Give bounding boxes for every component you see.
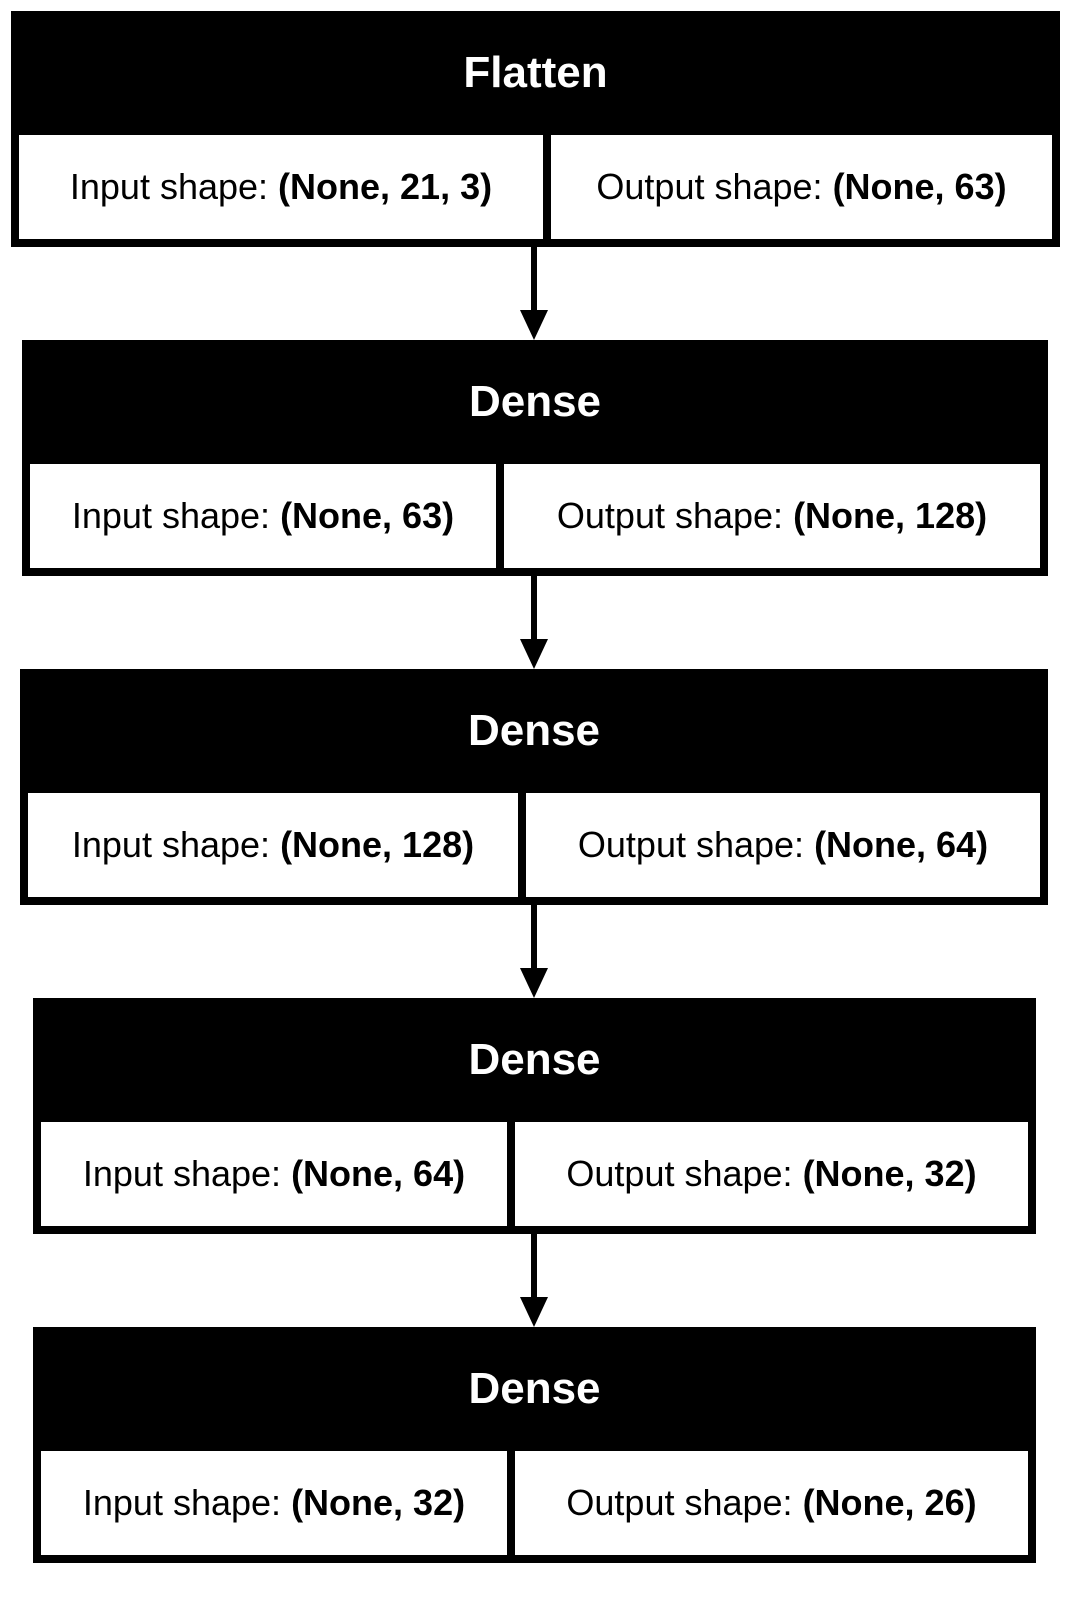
connector-arrow-line: [531, 905, 537, 970]
connector-arrow-line: [531, 247, 537, 312]
connector-arrowhead-icon: [520, 968, 548, 998]
layer-title: Dense: [468, 377, 602, 426]
output-shape-cell: Output shape: (None, 63): [551, 135, 1052, 239]
output-shape-cell: Output shape: (None, 26): [515, 1451, 1028, 1555]
output-shape-cell: Output shape: (None, 128): [504, 464, 1040, 568]
output-shape-value: (None, 64): [814, 824, 989, 865]
input-shape-cell: Input shape: (None, 32): [41, 1451, 507, 1555]
layer-box-dense-4: Dense Input shape: (None, 32) Output sha…: [33, 1327, 1036, 1563]
output-shape-value: (None, 32): [802, 1153, 977, 1194]
connector-arrowhead-icon: [520, 310, 548, 340]
layer-box-dense-1: Dense Input shape: (None, 63) Output sha…: [22, 340, 1048, 576]
input-shape-label: Input shape:: [71, 824, 271, 865]
output-shape-label: Output shape:: [577, 824, 805, 865]
input-shape-value: (None, 63): [280, 495, 455, 536]
connector-arrow-line: [531, 576, 537, 641]
output-shape-value: (None, 128): [793, 495, 988, 536]
input-shape-cell: Input shape: (None, 63): [30, 464, 496, 568]
input-shape-label: Input shape:: [71, 495, 271, 536]
input-shape-value: (None, 21, 3): [278, 166, 493, 207]
input-shape-value: (None, 32): [291, 1482, 466, 1523]
input-shape-label: Input shape:: [82, 1153, 282, 1194]
output-shape-cell: Output shape: (None, 64): [526, 793, 1040, 897]
input-shape-label: Input shape:: [69, 166, 269, 207]
output-shape-label: Output shape:: [556, 495, 784, 536]
output-shape-label: Output shape:: [596, 166, 823, 207]
layer-box-dense-3: Dense Input shape: (None, 64) Output sha…: [33, 998, 1036, 1234]
output-shape-label: Output shape:: [566, 1153, 793, 1194]
input-shape-cell: Input shape: (None, 64): [41, 1122, 507, 1226]
connector-arrow-line: [531, 1234, 537, 1299]
layer-box-dense-2: Dense Input shape: (None, 128) Output sh…: [20, 669, 1048, 905]
layer-title: Dense: [468, 1035, 601, 1084]
layer-box-flatten: Flatten Input shape: (None, 21, 3) Outpu…: [11, 11, 1060, 247]
input-shape-value: (None, 64): [291, 1153, 466, 1194]
layer-title: Dense: [467, 706, 601, 755]
output-shape-value: (None, 63): [832, 166, 1007, 207]
input-shape-label: Input shape:: [82, 1482, 282, 1523]
output-shape-cell: Output shape: (None, 32): [515, 1122, 1028, 1226]
layer-title: Flatten: [463, 48, 608, 97]
layer-title: Dense: [468, 1364, 601, 1413]
input-shape-cell: Input shape: (None, 21, 3): [19, 135, 543, 239]
output-shape-value: (None, 26): [802, 1482, 977, 1523]
input-shape-value: (None, 128): [280, 824, 475, 865]
input-shape-cell: Input shape: (None, 128): [28, 793, 518, 897]
connector-arrowhead-icon: [520, 639, 548, 669]
output-shape-label: Output shape:: [566, 1482, 793, 1523]
connector-arrowhead-icon: [520, 1297, 548, 1327]
